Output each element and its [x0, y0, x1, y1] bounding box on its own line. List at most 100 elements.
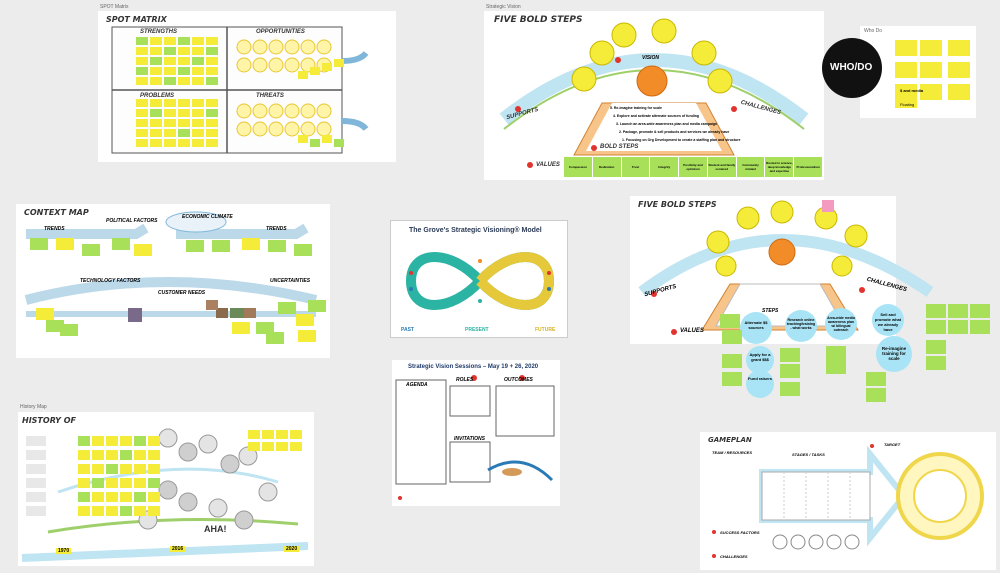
sticky-note[interactable]: [78, 506, 90, 516]
sticky-note[interactable]: [206, 67, 218, 75]
sticky-note[interactable]: [970, 304, 990, 318]
frame-context-map[interactable]: CONTEXT MAP TRENDS POLITICAL FACTORS ECO…: [16, 204, 330, 358]
sticky-note[interactable]: [150, 77, 162, 85]
sticky-note[interactable]: [926, 340, 946, 354]
sticky-note[interactable]: [136, 109, 148, 117]
sticky-note[interactable]: [212, 240, 230, 252]
sticky-note[interactable]: [206, 77, 218, 85]
sticky-note[interactable]: [298, 71, 308, 79]
sticky-note[interactable]: [298, 135, 308, 143]
frame-spot-matrix[interactable]: SPOT Matrix SPOT MATRIX STRENGTHS OPPORT…: [98, 4, 396, 162]
sticky-note[interactable]: [780, 364, 800, 378]
sticky-note[interactable]: [206, 129, 218, 137]
sticky-note[interactable]: [334, 59, 344, 67]
sticky-note[interactable]: [136, 77, 148, 85]
sticky-note[interactable]: [136, 37, 148, 45]
sticky-note[interactable]: [120, 506, 132, 516]
sticky-note[interactable]: [948, 304, 968, 318]
sticky-note[interactable]: [120, 450, 132, 460]
sticky-note[interactable]: [242, 238, 260, 250]
sticky-note[interactable]: [92, 478, 104, 488]
sticky-note[interactable]: [134, 506, 146, 516]
sticky-note[interactable]: [92, 492, 104, 502]
sticky-note[interactable]: [322, 135, 332, 143]
sticky-note[interactable]: [164, 139, 176, 147]
sticky-note[interactable]: [256, 322, 274, 334]
sticky-note[interactable]: [206, 139, 218, 147]
sticky-note[interactable]: [120, 464, 132, 474]
sticky-note[interactable]: [722, 330, 742, 344]
value-cell[interactable]: Dedication: [592, 157, 621, 177]
sticky-note[interactable]: [150, 129, 162, 137]
sticky-note[interactable]: [106, 450, 118, 460]
sticky-note[interactable]: [232, 322, 250, 334]
sticky-note[interactable]: [164, 37, 176, 45]
sticky-note[interactable]: [134, 478, 146, 488]
sticky-note[interactable]: [192, 99, 204, 107]
frame-five-bold-steps-top[interactable]: Strategic Vision FIVE BOLD STEPS VISION …: [484, 4, 824, 180]
frame-history-map[interactable]: History Map HISTORY OF 1970 2016 2020 AH…: [18, 404, 314, 568]
frame-five-bold-steps-mid[interactable]: FIVE BOLD STEPS SUPPORTS CHALLENGES VALU…: [630, 196, 998, 430]
sticky-note[interactable]: [106, 436, 118, 446]
sticky-note[interactable]: [262, 430, 274, 439]
sticky-note[interactable]: [134, 244, 152, 256]
value-cell[interactable]: Trust: [621, 157, 650, 177]
sticky-note[interactable]: [112, 238, 130, 250]
sticky-note[interactable]: [30, 238, 48, 250]
sticky-note[interactable]: [134, 492, 146, 502]
sticky-note[interactable]: [192, 67, 204, 75]
sticky-note[interactable]: [290, 442, 302, 451]
sticky-note[interactable]: [780, 382, 800, 396]
sticky-note[interactable]: [164, 99, 176, 107]
sticky-note[interactable]: [134, 450, 146, 460]
sticky-note[interactable]: [164, 109, 176, 117]
sticky-note[interactable]: [26, 450, 46, 460]
sticky-note[interactable]: [134, 464, 146, 474]
sticky-note[interactable]: [178, 139, 190, 147]
sticky-note[interactable]: [60, 324, 78, 336]
sticky-note[interactable]: [56, 238, 74, 250]
sticky-note[interactable]: [206, 99, 218, 107]
sticky-note[interactable]: [192, 119, 204, 127]
sticky-note[interactable]: [150, 57, 162, 65]
sticky-note[interactable]: [826, 346, 846, 360]
sticky-note[interactable]: [26, 506, 46, 516]
value-cell[interactable]: Positivity and optimism: [679, 157, 707, 177]
sticky-note[interactable]: [150, 109, 162, 117]
sticky-note[interactable]: [206, 119, 218, 127]
value-cell[interactable]: Student and family centered: [707, 157, 736, 177]
sticky-note[interactable]: [164, 67, 176, 75]
sticky-note[interactable]: [276, 430, 288, 439]
sticky-note[interactable]: [310, 67, 320, 75]
sticky-note[interactable]: [178, 77, 190, 85]
sticky-note[interactable]: [294, 244, 312, 256]
sticky-note[interactable]: [276, 442, 288, 451]
frame-sessions[interactable]: Strategic Vision Sessions – May 19 + 26,…: [392, 360, 560, 506]
sticky-note[interactable]: [148, 492, 160, 502]
frame-grove-model[interactable]: The Grove's Strategic Visioning® Model P…: [390, 220, 568, 338]
sticky-note[interactable]: [178, 37, 190, 45]
sticky-note[interactable]: [136, 119, 148, 127]
sticky-note[interactable]: [948, 320, 968, 334]
sticky-note[interactable]: [164, 47, 176, 55]
sticky-note[interactable]: [298, 330, 316, 342]
sticky-note[interactable]: [926, 320, 946, 334]
sticky-note[interactable]: [26, 492, 46, 502]
sticky-note[interactable]: [720, 314, 740, 328]
sticky-note[interactable]: [186, 240, 204, 252]
value-cell[interactable]: Professionalism: [794, 157, 823, 177]
sticky-note[interactable]: [192, 109, 204, 117]
sticky-note[interactable]: [136, 57, 148, 65]
sticky-note[interactable]: [262, 442, 274, 451]
sticky-note[interactable]: [178, 109, 190, 117]
sticky-note[interactable]: [278, 302, 296, 314]
sticky-note[interactable]: [310, 139, 320, 147]
sticky-note[interactable]: [164, 119, 176, 127]
sticky-note[interactable]: [26, 478, 46, 488]
sticky-note[interactable]: [120, 436, 132, 446]
sticky-note[interactable]: [178, 67, 190, 75]
sticky-note[interactable]: [82, 244, 100, 256]
sticky-note[interactable]: [178, 129, 190, 137]
sticky-note[interactable]: [136, 139, 148, 147]
value-cell[interactable]: Rooted in science, deep knowledge and ex…: [765, 157, 794, 177]
